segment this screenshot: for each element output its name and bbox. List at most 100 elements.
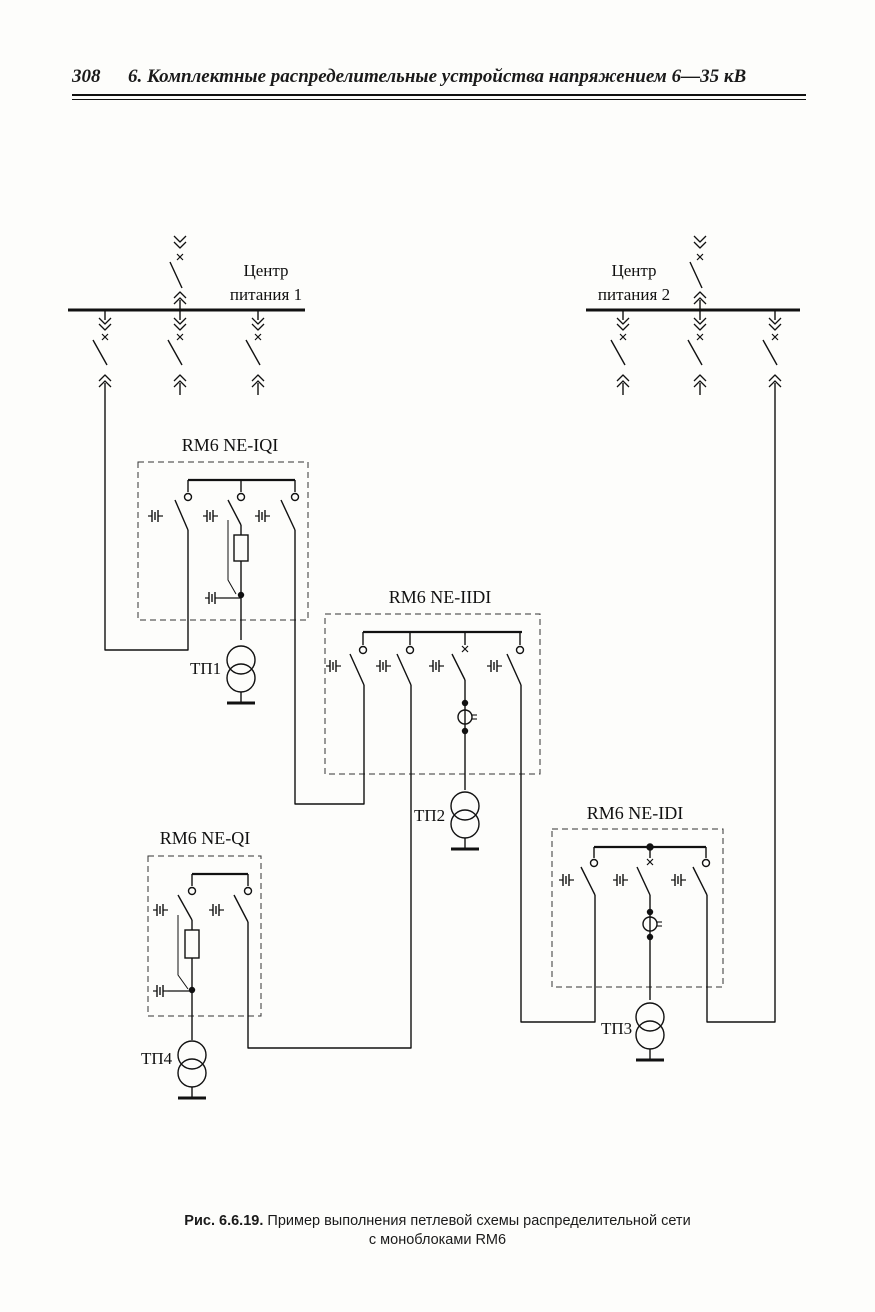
frame-unit-iqi (138, 462, 308, 620)
unit-label-iqi: RM6 NE-IQI (182, 435, 279, 455)
contact-idi-2 (703, 860, 710, 867)
breaker-cross-idi (647, 859, 653, 865)
incoming2-switch (690, 262, 702, 288)
breaker-idi (637, 867, 650, 895)
feeder-s1-cross-1 (177, 334, 183, 340)
feeder-s2-switch-0 (611, 340, 625, 365)
contact-iidi-3 (517, 647, 524, 654)
transformer-tp2 (451, 792, 479, 849)
transformer-tp1 (227, 646, 255, 703)
caption-label: Рис. 6.6.19. (184, 1213, 263, 1229)
earth-qi-2 (209, 904, 224, 916)
unit-label-qi: RM6 NE-QI (160, 828, 251, 848)
node-iqi (239, 593, 244, 598)
switch-qi-2 (234, 895, 248, 922)
winding-primary (178, 1041, 206, 1069)
contact-iqi-0 (185, 494, 192, 501)
node-iidi-b (463, 729, 468, 734)
wires (68, 300, 800, 1048)
earth-iqi-3 (255, 510, 270, 522)
fuse-iqi (234, 535, 248, 561)
contact-idi-0 (591, 860, 598, 867)
fuse-striker-iqi (228, 520, 236, 594)
substation-label-tp4: ТП4 (141, 1049, 173, 1068)
earth-iqi-2 (203, 510, 218, 522)
node-idi-a (648, 910, 653, 915)
breaker-cross-iidi (462, 646, 468, 652)
earth-qi-1 (153, 904, 168, 916)
fuse-qi (185, 930, 199, 958)
substation-label-tp3: ТП3 (601, 1019, 632, 1038)
switch-iqi-3 (281, 500, 295, 530)
node-idi-b (648, 935, 653, 940)
earth-iidi-4 (487, 660, 502, 672)
transformer-tp4 (178, 1041, 206, 1098)
incoming2-connector (694, 236, 706, 248)
unit-label-iidi: RM6 NE-IIDI (389, 587, 491, 607)
bus-node-idi (647, 844, 653, 850)
feeder-s1-cross-2 (255, 334, 261, 340)
frame-unit-iidi (325, 614, 540, 774)
earth-idi-2 (613, 874, 628, 886)
contact-iidi-1 (407, 647, 414, 654)
cable-idi-s2 (707, 395, 775, 1022)
winding-secondary (636, 1021, 664, 1049)
earth-iqi-fuse (205, 592, 220, 604)
caption-text-line1: Пример выполнения петлевой схемы распред… (267, 1213, 690, 1229)
cable-iidi-qi (248, 685, 411, 1048)
figure-caption: Рис. 6.6.19. Пример выполнения петлевой … (100, 1212, 775, 1250)
earth-iidi-2 (376, 660, 391, 672)
node-qi (190, 988, 195, 993)
ct-idi (643, 917, 662, 931)
earth-qi-fuse (153, 985, 168, 997)
winding-primary (636, 1003, 664, 1031)
feeder-s2-switch-1 (688, 340, 702, 365)
winding-secondary (227, 664, 255, 692)
node-iidi-a (463, 701, 468, 706)
cable-s1-iqi (105, 395, 188, 650)
unit-frames (138, 462, 723, 1016)
feeder-s1-switch-2 (246, 340, 260, 365)
unit-label-idi: RM6 NE-IDI (587, 803, 684, 823)
switch-iidi-2 (397, 654, 411, 685)
switch-iqi-fuse (228, 500, 241, 525)
winding-primary (451, 792, 479, 820)
switch-qi-fuse (178, 895, 192, 920)
contact-qi-1 (245, 888, 252, 895)
feeder-s1-switch-1 (168, 340, 182, 365)
switch-idi-1 (581, 867, 595, 895)
caption-text-line2: с моноблоками RM6 (100, 1231, 775, 1250)
incoming1-connector (174, 236, 186, 248)
earth-idi-3 (671, 874, 686, 886)
incoming2-cross (697, 254, 703, 260)
frame-unit-qi (148, 856, 261, 1016)
feeder-s2-cross-1 (697, 334, 703, 340)
feeder-s2-cross-0 (620, 334, 626, 340)
cable-iidi-idi (521, 685, 595, 1022)
substation-label-tp2: ТП2 (414, 806, 445, 825)
switch-iidi-1 (350, 654, 364, 685)
ct-iidi (458, 710, 477, 724)
substation-label-tp1: ТП1 (190, 659, 221, 678)
source2-label-line2: питания 2 (598, 285, 670, 304)
earth-iidi-1 (326, 660, 341, 672)
source2-label-line1: Центр (611, 261, 656, 280)
frame-unit-idi (552, 829, 723, 987)
contact-iqi-2 (292, 494, 299, 501)
feeder-s2-cross-2 (772, 334, 778, 340)
winding-secondary (178, 1059, 206, 1087)
source1-label-line1: Центр (243, 261, 288, 280)
incoming1-cross (177, 254, 183, 260)
contact-qi-0 (189, 888, 196, 895)
breaker-iidi (452, 654, 465, 680)
switch-iqi-1 (175, 500, 188, 530)
feeder-s1-switch-0 (93, 340, 107, 365)
feeder-s1-cross-0 (102, 334, 108, 340)
contact-iqi-1 (238, 494, 245, 501)
transformer-tp3 (636, 1003, 664, 1060)
switch-idi-3 (693, 867, 707, 895)
earth-iidi-3 (429, 660, 444, 672)
earth-iqi-1 (148, 510, 163, 522)
switch-iidi-4 (507, 654, 521, 685)
